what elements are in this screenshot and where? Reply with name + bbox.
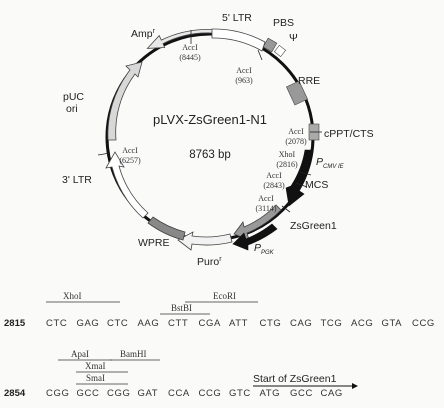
label-ori: ori xyxy=(66,103,78,115)
sequence-row-1: 2815 CTC GAG CTC AAG CTT CGA ATT CTG CAG TCG ACG GT… xyxy=(4,291,435,329)
sequence-row-2: 2854 CGG GCC CGG GAT CCA CCG GTC ATG GCC CAG ApaI… xyxy=(4,349,358,399)
row1-position: 2815 xyxy=(4,318,26,329)
label-ppgk: PPGK xyxy=(254,242,275,256)
label-pbs: PBS xyxy=(273,17,294,29)
site-tick-963 xyxy=(257,49,263,61)
label-mcs: MCS xyxy=(305,179,328,191)
plasmid-name: pLVX-ZsGreen1-N1 xyxy=(153,112,267,127)
label-pcmv: PCMV IE xyxy=(316,156,345,170)
row1-codon: ACG xyxy=(351,318,373,329)
wpre-box xyxy=(147,216,186,241)
site-enzyme-3114: AccI xyxy=(258,194,274,203)
zsgreen-arrow xyxy=(233,204,282,241)
row1-codon: CAG xyxy=(290,318,312,329)
site-enzyme-963: AccI xyxy=(236,66,252,75)
row2-codon: CGG xyxy=(46,388,69,399)
ltr5-arrow xyxy=(211,28,266,52)
row2-codon: CCA xyxy=(168,388,190,399)
label-zsgreen: ZsGreen1 xyxy=(290,220,337,232)
site-pos-2078: (2078) xyxy=(285,137,307,146)
site-pos-8445: (8445) xyxy=(179,53,201,62)
row2-codon: CGG xyxy=(107,388,130,399)
start-zsgreen-label: Start of ZsGreen1 xyxy=(253,373,337,385)
psi-box xyxy=(273,44,287,58)
label-puc: pUC xyxy=(63,91,84,103)
puro-arrow xyxy=(177,231,233,251)
enzyme-bstbi: BstBI xyxy=(171,303,192,313)
row2-codon: GTC xyxy=(229,388,251,399)
label-cppt: cPPT/CTS xyxy=(324,128,374,140)
label-amp: Ampr xyxy=(131,28,156,40)
row2-codon: CCG xyxy=(199,388,222,399)
site-enzyme-2843: AccI xyxy=(266,171,282,180)
row2-codon: CAG xyxy=(321,388,343,399)
row2-position: 2854 xyxy=(4,388,26,399)
site-tick-6257 xyxy=(97,152,111,156)
site-pos-2816: (2816) xyxy=(276,160,298,169)
site-enzyme-6257: AccI xyxy=(122,146,138,155)
row1-codon: TCG xyxy=(321,318,343,329)
enzyme-ecori: EcoRI xyxy=(213,291,236,301)
label-rre: RRE xyxy=(298,75,320,87)
ltr3-arrow xyxy=(105,151,149,219)
row1-codon: AAG xyxy=(138,318,160,329)
row2-codon: GCC xyxy=(290,388,313,399)
site-pos-6257: (6257) xyxy=(119,156,141,165)
pbs-box xyxy=(262,37,278,53)
label-wpre: WPRE xyxy=(138,237,170,249)
puc-arrow xyxy=(107,61,143,141)
row2-codon: GCC xyxy=(77,388,100,399)
site-pos-963: (963) xyxy=(235,76,253,85)
site-tick-2816 xyxy=(299,171,312,176)
site-enzyme-2816: XhoI xyxy=(279,150,296,159)
row1-codon: GAG xyxy=(77,318,100,329)
site-tick-2843 xyxy=(295,182,308,188)
row1-codon: CTG xyxy=(260,318,282,329)
row1-codon: CTT xyxy=(168,318,188,329)
label-ltr3: 3' LTR xyxy=(62,174,92,186)
row2-codon: GAT xyxy=(138,388,159,399)
rre-box xyxy=(286,80,308,106)
site-pos-2843: (2843) xyxy=(263,181,285,190)
enzyme-xhoi: XhoI xyxy=(63,291,82,301)
site-enzyme-2078: AccI xyxy=(288,127,304,136)
enzyme-apai: ApaI xyxy=(71,349,89,359)
row1-codon: CCG xyxy=(412,318,435,329)
start-arrow-head xyxy=(352,383,358,389)
pcmv-arrow xyxy=(285,149,314,207)
row1-codon: CTC xyxy=(107,318,128,329)
label-psi: Ψ xyxy=(289,32,298,44)
row1-codon: GTA xyxy=(382,318,403,329)
row1-codon: CGA xyxy=(199,318,221,329)
label-puro: Puror xyxy=(197,256,222,268)
site-pos-3114: (3114) xyxy=(255,204,276,213)
enzyme-smai: SmaI xyxy=(86,373,105,383)
row1-codon: ATT xyxy=(229,318,248,329)
plasmid-size: 8763 bp xyxy=(189,149,231,161)
ppgk-arrow xyxy=(232,223,278,251)
site-enzyme-8445: AccI xyxy=(182,43,198,52)
label-ltr5: 5' LTR xyxy=(222,12,252,24)
site-tick-3114 xyxy=(281,205,291,213)
row2-codon: ATG xyxy=(260,388,281,399)
row1-codon: CTC xyxy=(46,318,67,329)
enzyme-xmai: XmaI xyxy=(85,361,106,371)
enzyme-bamhi: BamHI xyxy=(120,349,147,359)
